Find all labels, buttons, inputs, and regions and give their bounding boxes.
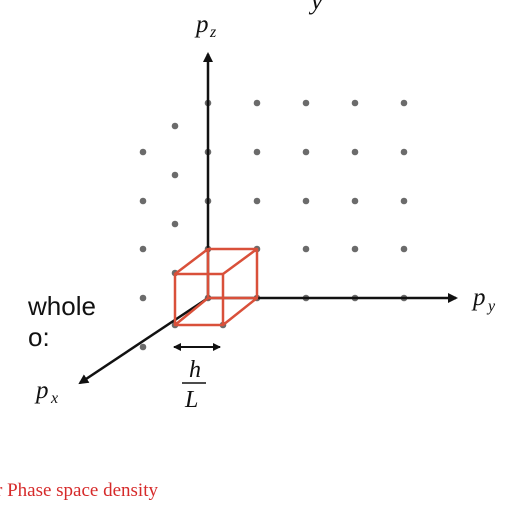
lattice-point [400,148,408,156]
svg-text:p: p [471,284,486,311]
lattice-point [302,197,310,205]
svg-text:x: x [50,390,58,407]
py-axis-label: p y [471,284,496,315]
lattice-point [302,148,310,156]
cropped-caption-phase-space-density: r Phase space density [0,480,158,501]
lattice-point [351,245,359,253]
lattice-point [351,197,359,205]
lattice-point [302,99,310,107]
cropped-text-to: o: [28,322,50,352]
lattice-point [351,148,359,156]
cropped-text-whole: whole [28,291,96,321]
lattice-point [139,294,147,302]
svg-text:z: z [209,24,217,41]
lattice-point [400,99,408,107]
lattice-point [171,220,179,228]
lattice-point [139,343,147,351]
pz-axis-label: p z [194,11,217,41]
svg-text:p: p [194,11,209,38]
lattice-point [253,99,261,107]
lattice-point [171,122,179,130]
px-axis-line [78,296,209,385]
spacing-fraction-h-over-L: h L [182,357,206,413]
cropped-text-top: y [311,0,323,15]
lattice-point [171,171,179,179]
svg-text:y: y [486,298,496,315]
lattice-point [139,197,147,205]
lattice-point [351,99,359,107]
svg-text:p: p [34,377,49,404]
unit-cell-cube [173,247,259,327]
lattice-points [139,99,408,351]
px-axis-label: p x [34,377,58,407]
lattice-point [400,245,408,253]
lattice-point [253,197,261,205]
lattice-point [302,245,310,253]
lattice-point [400,197,408,205]
lattice-point [139,148,147,156]
fraction-numerator: h [189,357,201,383]
lattice-point [253,148,261,156]
lattice-point [139,245,147,253]
fraction-denominator: L [184,387,198,413]
